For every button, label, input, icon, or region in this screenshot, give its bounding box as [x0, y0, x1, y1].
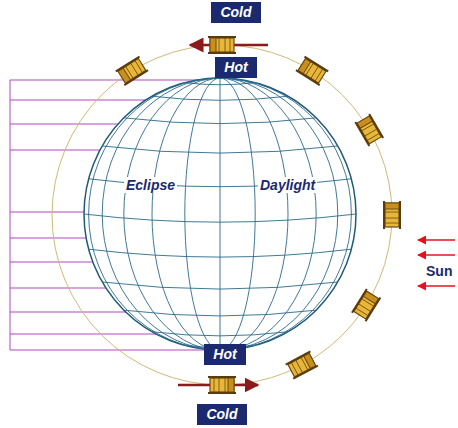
globe-grid	[84, 78, 356, 350]
parallel-line	[124, 310, 316, 316]
status-box: Hot	[215, 57, 256, 78]
parallel-line	[185, 83, 255, 85]
box-label: Cold	[206, 406, 237, 423]
parallel-line	[152, 96, 288, 100]
satellite-icon	[354, 113, 384, 146]
shadow-line	[10, 80, 220, 81]
box-label: Hot	[224, 59, 247, 76]
meridian-line	[89, 78, 352, 350]
earth-globe	[84, 78, 356, 350]
satellite-icon	[285, 351, 318, 380]
satellite-group	[115, 36, 401, 394]
box-label: Cold	[220, 4, 251, 21]
meridian-line	[152, 78, 288, 350]
box-label: Hot	[213, 346, 236, 363]
satellite-icon	[383, 201, 401, 229]
satellite-icon	[208, 376, 236, 394]
region-label: Daylight	[258, 177, 317, 193]
satellite-icon	[351, 288, 381, 321]
status-box: Hot	[204, 344, 245, 365]
sun-ray	[418, 254, 455, 256]
parallel-line	[124, 118, 316, 124]
parallel-line	[152, 332, 288, 336]
sun-ray	[418, 239, 455, 241]
parallel-line	[84, 214, 356, 222]
satellite-icon	[295, 56, 328, 86]
meridian-line	[124, 78, 316, 350]
meridian-line	[220, 78, 221, 350]
parallel-line	[102, 146, 338, 153]
shadow-line	[10, 350, 220, 351]
orbit-path	[52, 45, 392, 385]
meridian-line	[102, 78, 338, 350]
region-label: Eclipse	[124, 177, 177, 193]
satellite-icon	[115, 56, 148, 86]
meridian-line	[185, 78, 255, 350]
sun-ray	[418, 285, 455, 287]
status-box: Cold	[211, 2, 260, 23]
region-label: Sun	[424, 263, 454, 279]
status-box: Cold	[197, 404, 246, 425]
parallel-line	[89, 249, 352, 257]
parallel-line	[102, 282, 338, 289]
satellite-icon	[208, 36, 236, 54]
